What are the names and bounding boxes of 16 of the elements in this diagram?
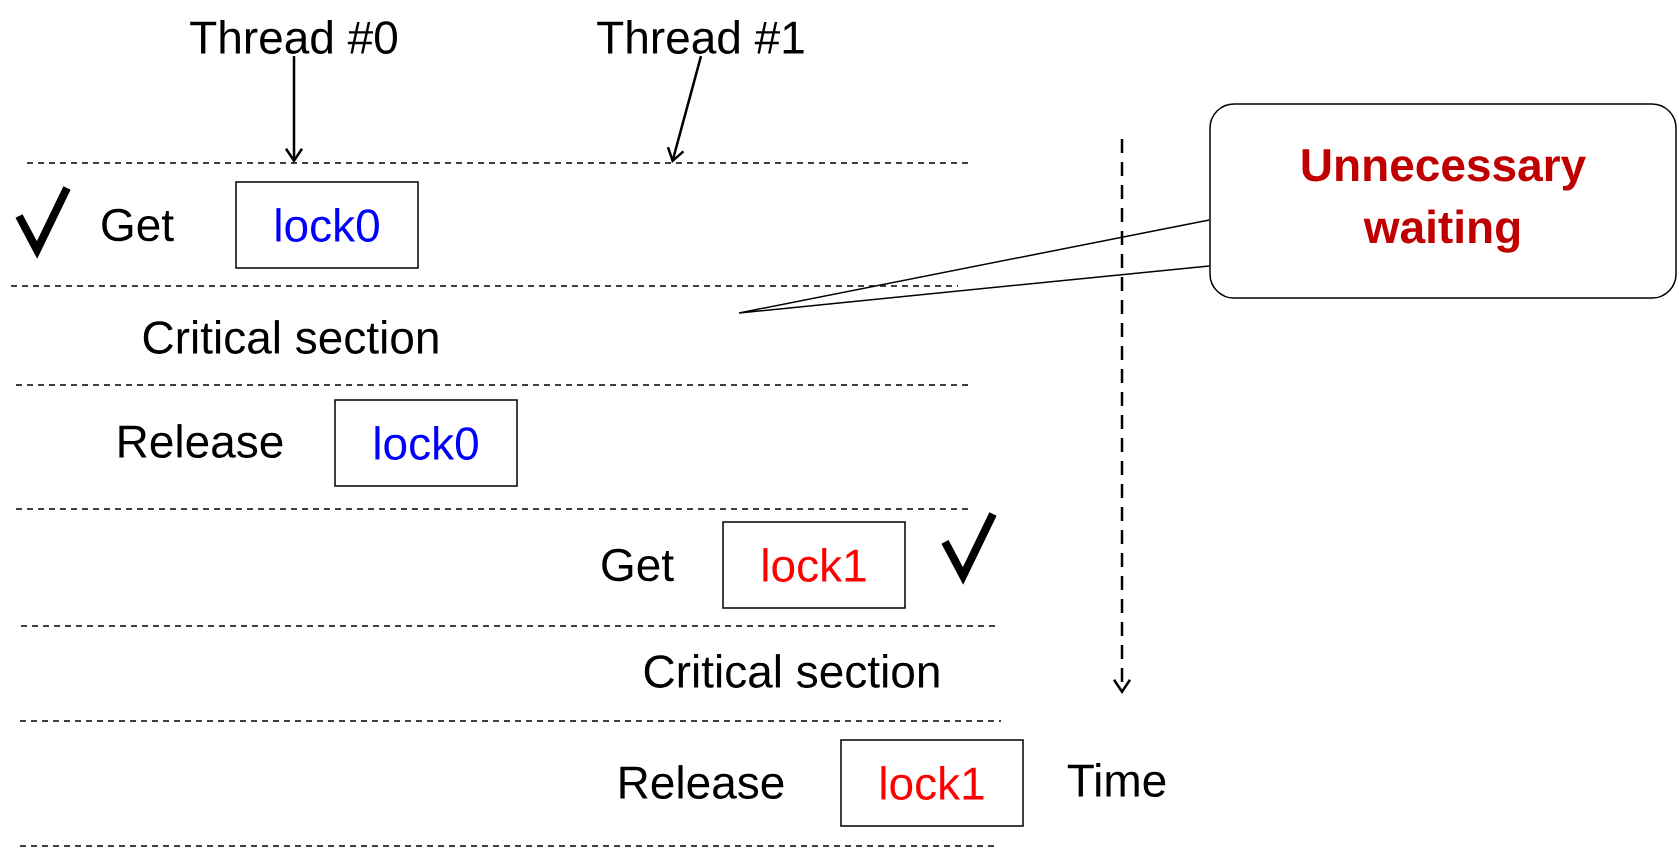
thread-label: Thread #0 xyxy=(190,20,397,54)
lock-box: lock0 xyxy=(235,181,419,269)
thread-label: Thread #1 xyxy=(597,20,804,54)
step-label: Get xyxy=(602,548,674,582)
lock-box: lock1 xyxy=(840,739,1024,827)
step-label: Release xyxy=(620,765,784,799)
step-label: Critical section xyxy=(143,320,438,354)
step-label: Critical section xyxy=(644,654,939,688)
callout-bubble: Unnecessary waiting xyxy=(1209,103,1677,299)
arrow xyxy=(284,56,304,163)
arrow xyxy=(666,55,703,163)
step-label: Time xyxy=(1067,763,1166,797)
lock-box: lock1 xyxy=(722,521,906,609)
step-label: Release xyxy=(119,424,283,458)
lock-box: lock0 xyxy=(334,399,518,487)
step-label: Get xyxy=(102,208,174,242)
